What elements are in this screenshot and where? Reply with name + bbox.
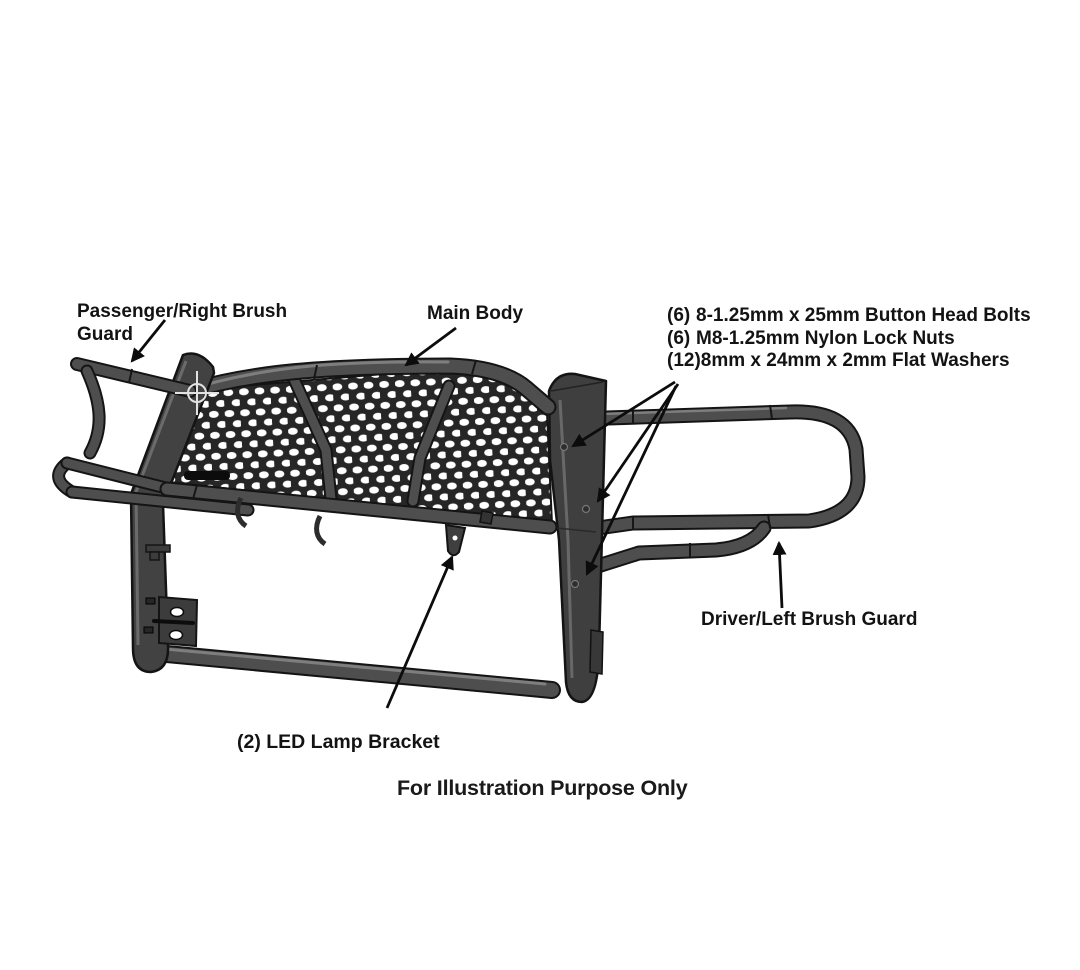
main-body-mesh-panel bbox=[166, 357, 557, 526]
hardware-qty: (12) bbox=[667, 350, 701, 372]
hardware-item: (6) M8-1.25mm Nylon Lock Nuts bbox=[667, 328, 1031, 351]
arrow-passenger-guard bbox=[130, 319, 167, 363]
hardware-qty: (6) bbox=[667, 327, 691, 349]
hardware-desc: 8-1.25mm x 25mm Button Head Bolts bbox=[696, 305, 1031, 326]
centermark-icon bbox=[175, 371, 219, 415]
hardware-bolts bbox=[559, 442, 591, 589]
right-upright-post bbox=[547, 372, 608, 704]
arrow-hardware-bottom bbox=[585, 385, 678, 576]
frame-clips bbox=[145, 496, 494, 561]
label-passenger-brush-guard: Passenger/Right Brush Guard bbox=[77, 301, 288, 345]
leader-arrows bbox=[130, 319, 787, 709]
arrow-hardware-middle bbox=[596, 383, 680, 503]
arrow-driver-guard bbox=[772, 540, 787, 609]
hardware-qty: (6) bbox=[667, 305, 691, 326]
arrow-led-bracket bbox=[385, 555, 454, 709]
hardware-item: (12) 8mm x 24mm x 2mm Flat Washers bbox=[667, 350, 1031, 373]
bottom-cross-bar bbox=[147, 644, 561, 699]
footer-note: For Illustration Purpose Only bbox=[397, 776, 688, 800]
arrow-main-body bbox=[404, 326, 457, 367]
hardware-item: (6) 8-1.25mm x 25mm Button Head Bolts bbox=[667, 305, 1031, 328]
mounting-bracket bbox=[143, 595, 199, 648]
hardware-list: (6) 8-1.25mm x 25mm Button Head Bolts (6… bbox=[667, 305, 1031, 373]
label-driver-brush-guard: Driver/Left Brush Guard bbox=[701, 609, 918, 630]
driver-brush-guard-tubes bbox=[569, 404, 866, 579]
arrow-hardware-top bbox=[571, 380, 676, 448]
label-led-lamp-bracket: (2) LED Lamp Bracket bbox=[237, 731, 440, 753]
hardware-desc: 8mm x 24mm x 2mm Flat Washers bbox=[700, 350, 1010, 372]
label-main-body: Main Body bbox=[427, 303, 524, 324]
hardware-desc: M8-1.25mm Nylon Lock Nuts bbox=[696, 327, 955, 349]
led-lamp-bracket bbox=[444, 523, 467, 557]
